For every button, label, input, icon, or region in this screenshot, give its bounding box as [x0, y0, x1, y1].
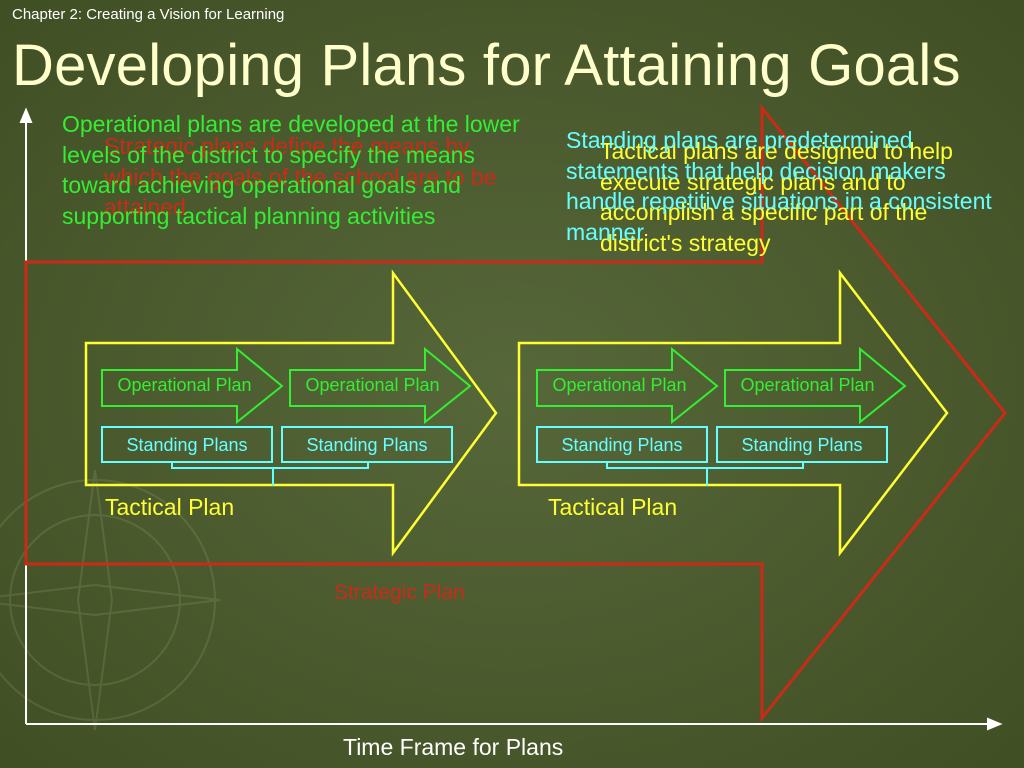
page-title: Developing Plans for Attaining Goals [12, 33, 961, 98]
operational-plan-label: Operational Plan [305, 375, 440, 395]
strategic-plan-arrow [24, 103, 1007, 723]
standing-plans-label: Standing Plans [561, 435, 683, 455]
operational-plan-label: Operational Plan [740, 375, 875, 395]
standing-plans-bracket-2 [606, 462, 804, 486]
strategic-plan-description: Strategic plans define the means by whic… [104, 133, 497, 220]
standing-plans-box-3 [536, 426, 708, 463]
tactical-plan-arrow-1 [84, 269, 498, 557]
tactical-plan-label: Tactical Plan [548, 494, 678, 520]
tactical-plan-arrow-2 [517, 269, 949, 557]
standing-plans-box-1 [101, 426, 273, 463]
strategic-plan-label: Strategic Plan [334, 581, 465, 604]
standing-plans-label: Standing Plans [306, 435, 428, 455]
standing-plan-description: Standing plans are predetermined stateme… [566, 127, 992, 245]
operational-plan-arrow-4 [724, 346, 907, 425]
x-axis-label: Time Frame for Plans [343, 734, 564, 760]
operational-plan-label: Operational Plan [117, 375, 252, 395]
compass-watermark [0, 469, 221, 731]
operational-plan-arrow-3 [536, 346, 719, 425]
operational-plan-arrow-1 [101, 346, 284, 425]
tactical-plan-label: Tactical Plan [105, 494, 235, 520]
standing-plans-bracket-1 [171, 462, 369, 486]
operational-plan-description: Operational plans are developed at the l… [62, 111, 520, 229]
operational-plan-label: Operational Plan [552, 375, 687, 395]
tactical-plan-description: Tactical plans are designed to help exec… [600, 138, 953, 256]
operational-plan-arrow-2 [289, 346, 472, 425]
chapter-label: Chapter 2: Creating a Vision for Learnin… [12, 6, 285, 23]
standing-plans-label: Standing Plans [126, 435, 248, 455]
standing-plans-label: Standing Plans [741, 435, 863, 455]
